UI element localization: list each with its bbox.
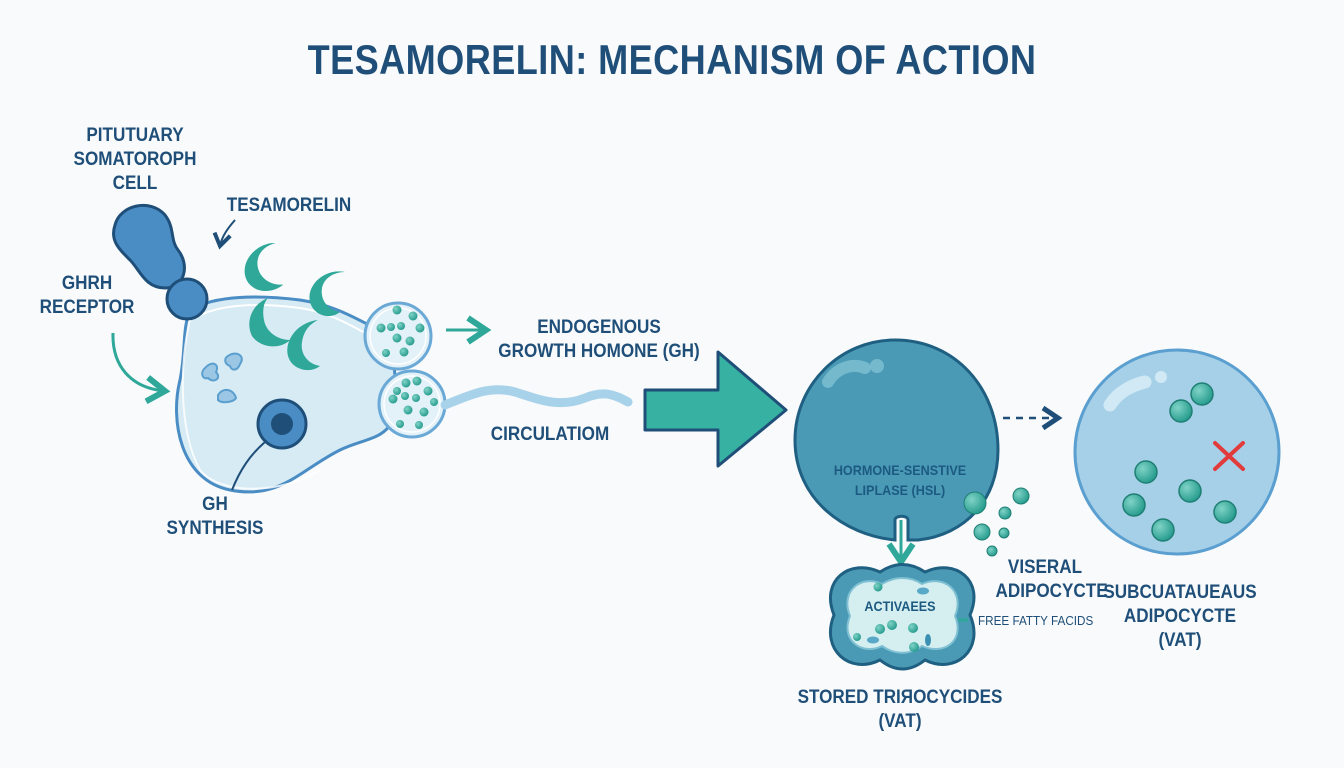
organelles — [201, 352, 243, 404]
endogenous-gh-label-line: ENDOGENOUS — [537, 317, 661, 338]
subcutaneous-lipid-beads — [1122, 382, 1237, 542]
tesamorelin-molecule — [249, 298, 290, 347]
ghrh-receptor-upper — [112, 204, 186, 290]
visceral-adipocyte-label-line: ADIPOCYCTE — [995, 581, 1108, 602]
subcutaneous-adipocyte-label: SUBCUATAUEAUS ADIPOCYCTE (VAT) — [1099, 581, 1261, 653]
pituitary-label-line: PITUTUARY — [86, 125, 184, 146]
nucleus — [256, 398, 308, 450]
gh-synthesis-label: GH SYNTHESIS — [157, 493, 274, 541]
tesamorelin-label: TESAMORELIN — [226, 195, 352, 216]
ghrh-receptor-label-line: GHRH — [61, 273, 113, 294]
subcutaneous-adipocyte-label-line: SUBCUATAUEAUS — [1103, 582, 1257, 603]
visceral-adipocyte-label-line: VISERAL — [1007, 557, 1083, 578]
stored-triglycerides-label-line: (VAT) — [878, 711, 922, 732]
pituitary-label: PITUTUARY SOMATOROPH CELL — [68, 124, 203, 196]
endogenous-gh-label: ENDOGENOUS GROWTH HOMONE (GH) — [496, 316, 703, 364]
diagram-title: TESAMORELIN: MECHANISM OF ACTION — [307, 36, 1037, 83]
released-fatty-acids — [963, 487, 1030, 557]
circulation-stream — [440, 385, 633, 410]
hormone-sensitive-lipase-cell — [793, 338, 1000, 542]
gh-synthesis-pointer — [231, 441, 266, 491]
ghrh-receptor-label-line: RECEPTOR — [39, 297, 135, 318]
tesamorelin-molecule — [287, 320, 320, 371]
gh-granules — [376, 305, 438, 429]
tesamorelin-arrow — [212, 219, 236, 250]
signal-arrow — [643, 350, 788, 468]
pituitary-label-line: CELL — [112, 173, 158, 194]
gh-synthesis-label-line: SYNTHESIS — [166, 518, 264, 539]
somatotroph-cell — [175, 295, 397, 494]
endogenous-gh-label-line: GROWTH HOMONE (GH) — [498, 341, 700, 362]
visceral-adipocyte-label: VISERAL ADIPOCYCTE — [995, 556, 1108, 604]
gh-synthesis-label-line: GH — [202, 494, 228, 515]
tesamorelin-molecule — [244, 243, 284, 291]
stored-triglycerides-label: STORED TRIЯOCYCIDES (VAT) — [797, 686, 1004, 734]
stored-triglyceride-droplet — [828, 563, 976, 671]
subcutaneous-adipocyte-label-line: (VAT) — [1158, 630, 1202, 651]
ghrh-receptor-label: GHRH RECEPTOR — [29, 272, 146, 320]
activaees-label: ACTIVAEES — [864, 598, 936, 614]
pituitary-label-line: SOMATOROPH — [73, 149, 197, 170]
ghrh-receptor-lower — [165, 277, 209, 321]
hsl-label: HORMONE-SENSTIVE LIPLASE (HSL) — [810, 460, 990, 500]
red-x-icon — [1213, 441, 1245, 471]
tesamorelin-molecules — [244, 243, 345, 371]
tesamorelin-molecule — [309, 271, 345, 317]
hsl-label-line: HORMONE-SENSTIVE — [833, 462, 967, 478]
hsl-label-line: LIPLASE (HSL) — [854, 482, 946, 498]
stored-triglycerides-label-line: STORED TRIЯOCYCIDES — [797, 687, 1003, 708]
triglyceride-beads — [853, 582, 931, 652]
circulation-label: CIRCULATIOM — [490, 424, 610, 445]
subcutaneous-adipocyte-label-line: ADIPOCYCTE — [1123, 606, 1237, 627]
free-fatty-acids-label: FREE FATTY FACIDS — [978, 613, 1094, 628]
subcutaneous-adipocyte-cell — [1073, 348, 1281, 556]
receptor-arrow — [111, 332, 171, 405]
